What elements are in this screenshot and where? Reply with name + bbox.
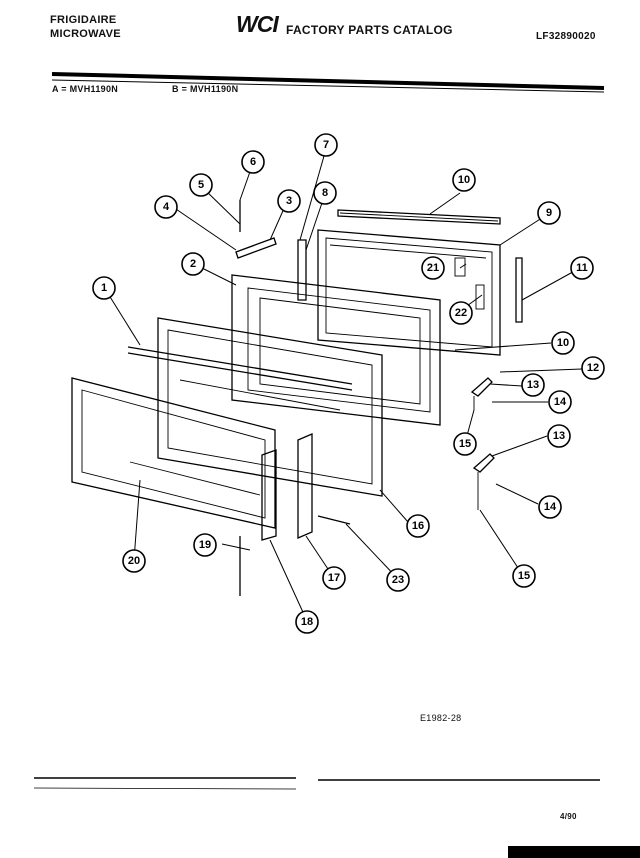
model-a-label: A = MVH1190N	[52, 84, 119, 94]
svg-text:8: 8	[322, 187, 328, 199]
part-window-panel	[231, 274, 441, 426]
catalog-part-number: LF32890020	[536, 31, 596, 42]
part-top-trim	[337, 209, 501, 225]
model-b-label: B = MVH1190N	[172, 84, 239, 94]
svg-text:16: 16	[412, 520, 424, 532]
callout-16: 16	[406, 514, 430, 538]
svg-text:6: 6	[250, 156, 256, 168]
callout-13-lower: 13	[547, 424, 571, 448]
callout-20: 20	[122, 549, 146, 573]
svg-text:13: 13	[553, 430, 565, 442]
callout-14-lower: 14	[538, 495, 562, 519]
svg-text:20: 20	[128, 555, 140, 567]
callout-1: 1	[92, 276, 116, 300]
svg-text:1: 1	[101, 282, 107, 294]
svg-text:7: 7	[323, 139, 329, 151]
svg-text:2: 2	[190, 258, 196, 270]
svg-text:4: 4	[163, 201, 170, 213]
callout-15-upper: 15	[453, 432, 477, 456]
callout-8: 8	[313, 181, 337, 205]
callout-21: 21	[421, 256, 445, 280]
part-door-side	[261, 449, 277, 541]
svg-text:5: 5	[198, 179, 204, 191]
svg-text:23: 23	[392, 574, 404, 586]
svg-text:12: 12	[587, 362, 599, 374]
callout-12: 12	[581, 356, 605, 380]
callout-19: 19	[193, 533, 217, 557]
svg-text:9: 9	[546, 207, 552, 219]
svg-text:19: 19	[199, 539, 211, 551]
part-hinge-upper	[470, 377, 493, 410]
svg-text:18: 18	[301, 616, 313, 628]
callout-5: 5	[189, 173, 213, 197]
callout-17: 17	[322, 566, 346, 590]
part-door-frame	[127, 317, 383, 497]
callout-18: 18	[295, 610, 319, 634]
svg-text:15: 15	[518, 570, 530, 582]
callout-3: 3	[277, 189, 301, 213]
callout-10-top: 10	[452, 168, 476, 192]
callout-11: 11	[570, 256, 594, 280]
part-rod	[317, 515, 351, 525]
brand-line-1: FRIGIDAIRE	[50, 14, 117, 26]
svg-text:3: 3	[286, 195, 292, 207]
header-rule	[51, 72, 605, 90]
svg-text:15: 15	[459, 438, 471, 450]
svg-text:22: 22	[455, 307, 467, 319]
svg-text:10: 10	[458, 174, 470, 186]
svg-text:14: 14	[554, 396, 567, 408]
part-latch-plate	[235, 237, 277, 259]
svg-text:14: 14	[544, 501, 557, 513]
part-right-strip	[515, 257, 523, 323]
svg-text:11: 11	[576, 262, 588, 274]
part-side-strip	[297, 239, 307, 301]
callout-9: 9	[537, 201, 561, 225]
callout-6: 6	[241, 150, 265, 174]
part-hinge-bracket	[297, 433, 313, 539]
callout-23: 23	[386, 568, 410, 592]
footer-date: 4/90	[560, 812, 577, 821]
callout-15-lower: 15	[512, 564, 536, 588]
callout-7: 7	[314, 133, 338, 157]
callout-2: 2	[181, 252, 205, 276]
leader-lines	[106, 155, 583, 622]
svg-text:21: 21	[427, 262, 439, 274]
callout-4: 4	[154, 195, 178, 219]
svg-text:13: 13	[527, 379, 539, 391]
figure-code: E1982-28	[420, 713, 462, 723]
catalog-title: FACTORY PARTS CATALOG	[286, 23, 453, 37]
part-rear-frame	[317, 229, 501, 356]
svg-text:10: 10	[557, 337, 569, 349]
header-rule-thin	[51, 79, 605, 93]
footer-rule-left-thin	[33, 787, 297, 790]
part-hinge-lower	[472, 453, 495, 510]
part-outer-door	[71, 377, 276, 529]
callout-10-lower: 10	[551, 331, 575, 355]
brand-line-2: MICROWAVE	[50, 28, 121, 40]
scan-edge-bar	[508, 846, 640, 858]
callout-22: 22	[449, 301, 473, 325]
svg-text:17: 17	[328, 572, 340, 584]
wci-logo: WCI	[236, 11, 279, 37]
callout-14-upper: 14	[548, 390, 572, 414]
callout-13-upper: 13	[521, 373, 545, 397]
